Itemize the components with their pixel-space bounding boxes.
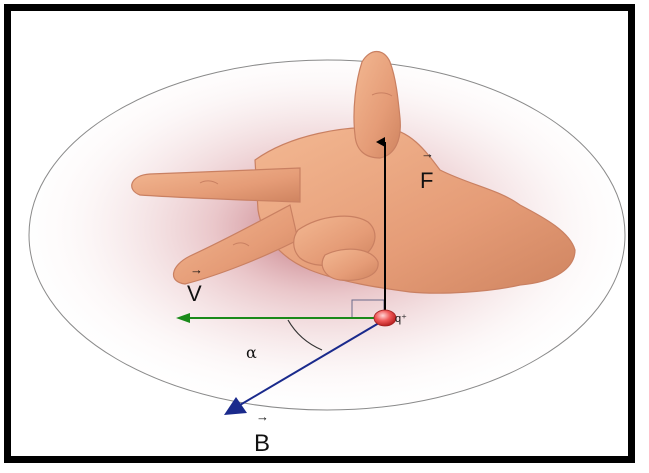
positive-charge-icon [374, 310, 396, 326]
angle-label: α [246, 343, 257, 362]
field-label: B [254, 430, 270, 457]
force-vector-arrow: → [421, 146, 434, 161]
force-label: F [420, 168, 433, 193]
field-vector-arrow: → [256, 409, 269, 424]
velocity-vector-arrow: → [190, 262, 203, 277]
velocity-label: V [187, 281, 202, 306]
charge-label: q⁺ [395, 313, 407, 325]
